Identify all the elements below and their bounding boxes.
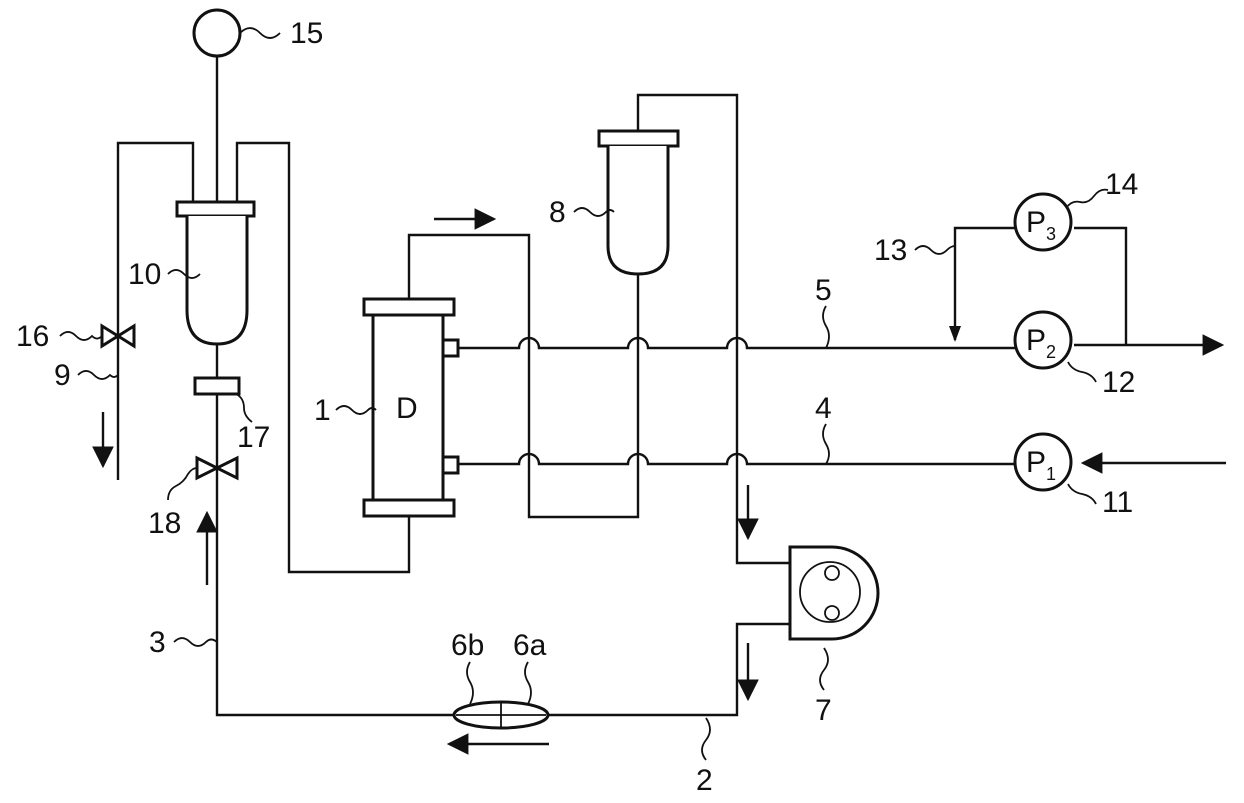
label-14: 14 <box>1105 168 1138 201</box>
reservoir-10 <box>185 216 249 346</box>
filter-17 <box>193 376 241 396</box>
gauge-15 <box>192 8 242 58</box>
leader-5 <box>822 305 830 349</box>
label-2: 2 <box>696 764 713 797</box>
valve-18 <box>195 455 239 481</box>
arrow-13 <box>949 326 961 342</box>
leader-14 <box>1065 188 1109 209</box>
leader-16 <box>59 331 103 341</box>
leader-18 <box>167 467 198 501</box>
pump-p1 <box>1013 432 1073 492</box>
pump-p3 <box>1013 192 1073 252</box>
line-5 <box>458 336 1015 350</box>
reservoir-10-cap <box>175 200 256 218</box>
label-18: 18 <box>148 507 181 540</box>
label-11: 11 <box>1102 486 1133 519</box>
label-6a: 6a <box>513 629 547 662</box>
pump-p1-label: P1 <box>1026 446 1056 484</box>
dialyzer-outlet-line <box>407 233 640 519</box>
line-chamber-8-top <box>636 93 790 565</box>
label-16: 16 <box>16 320 49 353</box>
label-8: 8 <box>549 196 566 229</box>
dialyzer-port-upper <box>441 338 460 358</box>
label-7: 7 <box>815 694 832 727</box>
line-13 <box>953 226 1016 340</box>
roller-pump-7 <box>788 545 880 641</box>
leader-7 <box>819 647 829 691</box>
pump-p2 <box>1013 310 1073 370</box>
label-17: 17 <box>237 421 270 454</box>
line-4 <box>458 452 1016 466</box>
leader-6a <box>524 661 532 705</box>
label-5: 5 <box>815 274 832 307</box>
line-3 <box>215 394 455 717</box>
roller-a <box>824 565 840 581</box>
line-14 <box>1074 226 1128 345</box>
line-2 <box>548 622 790 717</box>
leader-12 <box>1067 361 1097 383</box>
label-4: 4 <box>815 392 832 425</box>
leader-2 <box>701 717 711 761</box>
leader-11 <box>1067 483 1097 505</box>
leader-13 <box>914 245 956 255</box>
dialyzer-port-lower <box>441 455 460 475</box>
label-13: 13 <box>874 234 907 267</box>
leader-3 <box>173 637 218 647</box>
leader-4 <box>822 423 830 465</box>
leader-15 <box>239 27 281 39</box>
pump-p3-label: P3 <box>1026 206 1056 244</box>
chamber-8-cap <box>597 129 680 148</box>
roller-b <box>824 605 840 621</box>
label-1: 1 <box>314 394 331 427</box>
dialyzer-1-bottom-cap <box>362 498 456 518</box>
label-15: 15 <box>290 17 323 50</box>
chamber-8 <box>606 146 670 276</box>
label-6b: 6b <box>451 629 484 662</box>
dialyzer-letter: D <box>396 392 418 425</box>
pump-p2-label: P2 <box>1026 324 1056 362</box>
label-12: 12 <box>1102 366 1135 399</box>
roller-pump-rotor <box>799 561 861 623</box>
leader-1 <box>335 405 377 415</box>
line-reservoir-to-dialyzer <box>235 141 411 574</box>
label-10: 10 <box>128 258 161 291</box>
leader-17 <box>235 393 253 423</box>
line-9 <box>116 141 195 480</box>
leader-6b <box>466 661 474 705</box>
label-3: 3 <box>149 626 166 659</box>
label-9: 9 <box>54 359 71 392</box>
leader-10 <box>167 269 201 279</box>
dialyzer-1-top-cap <box>362 297 456 317</box>
leader-8 <box>573 207 615 217</box>
leader-9 <box>77 370 119 380</box>
valve-16 <box>100 323 136 349</box>
